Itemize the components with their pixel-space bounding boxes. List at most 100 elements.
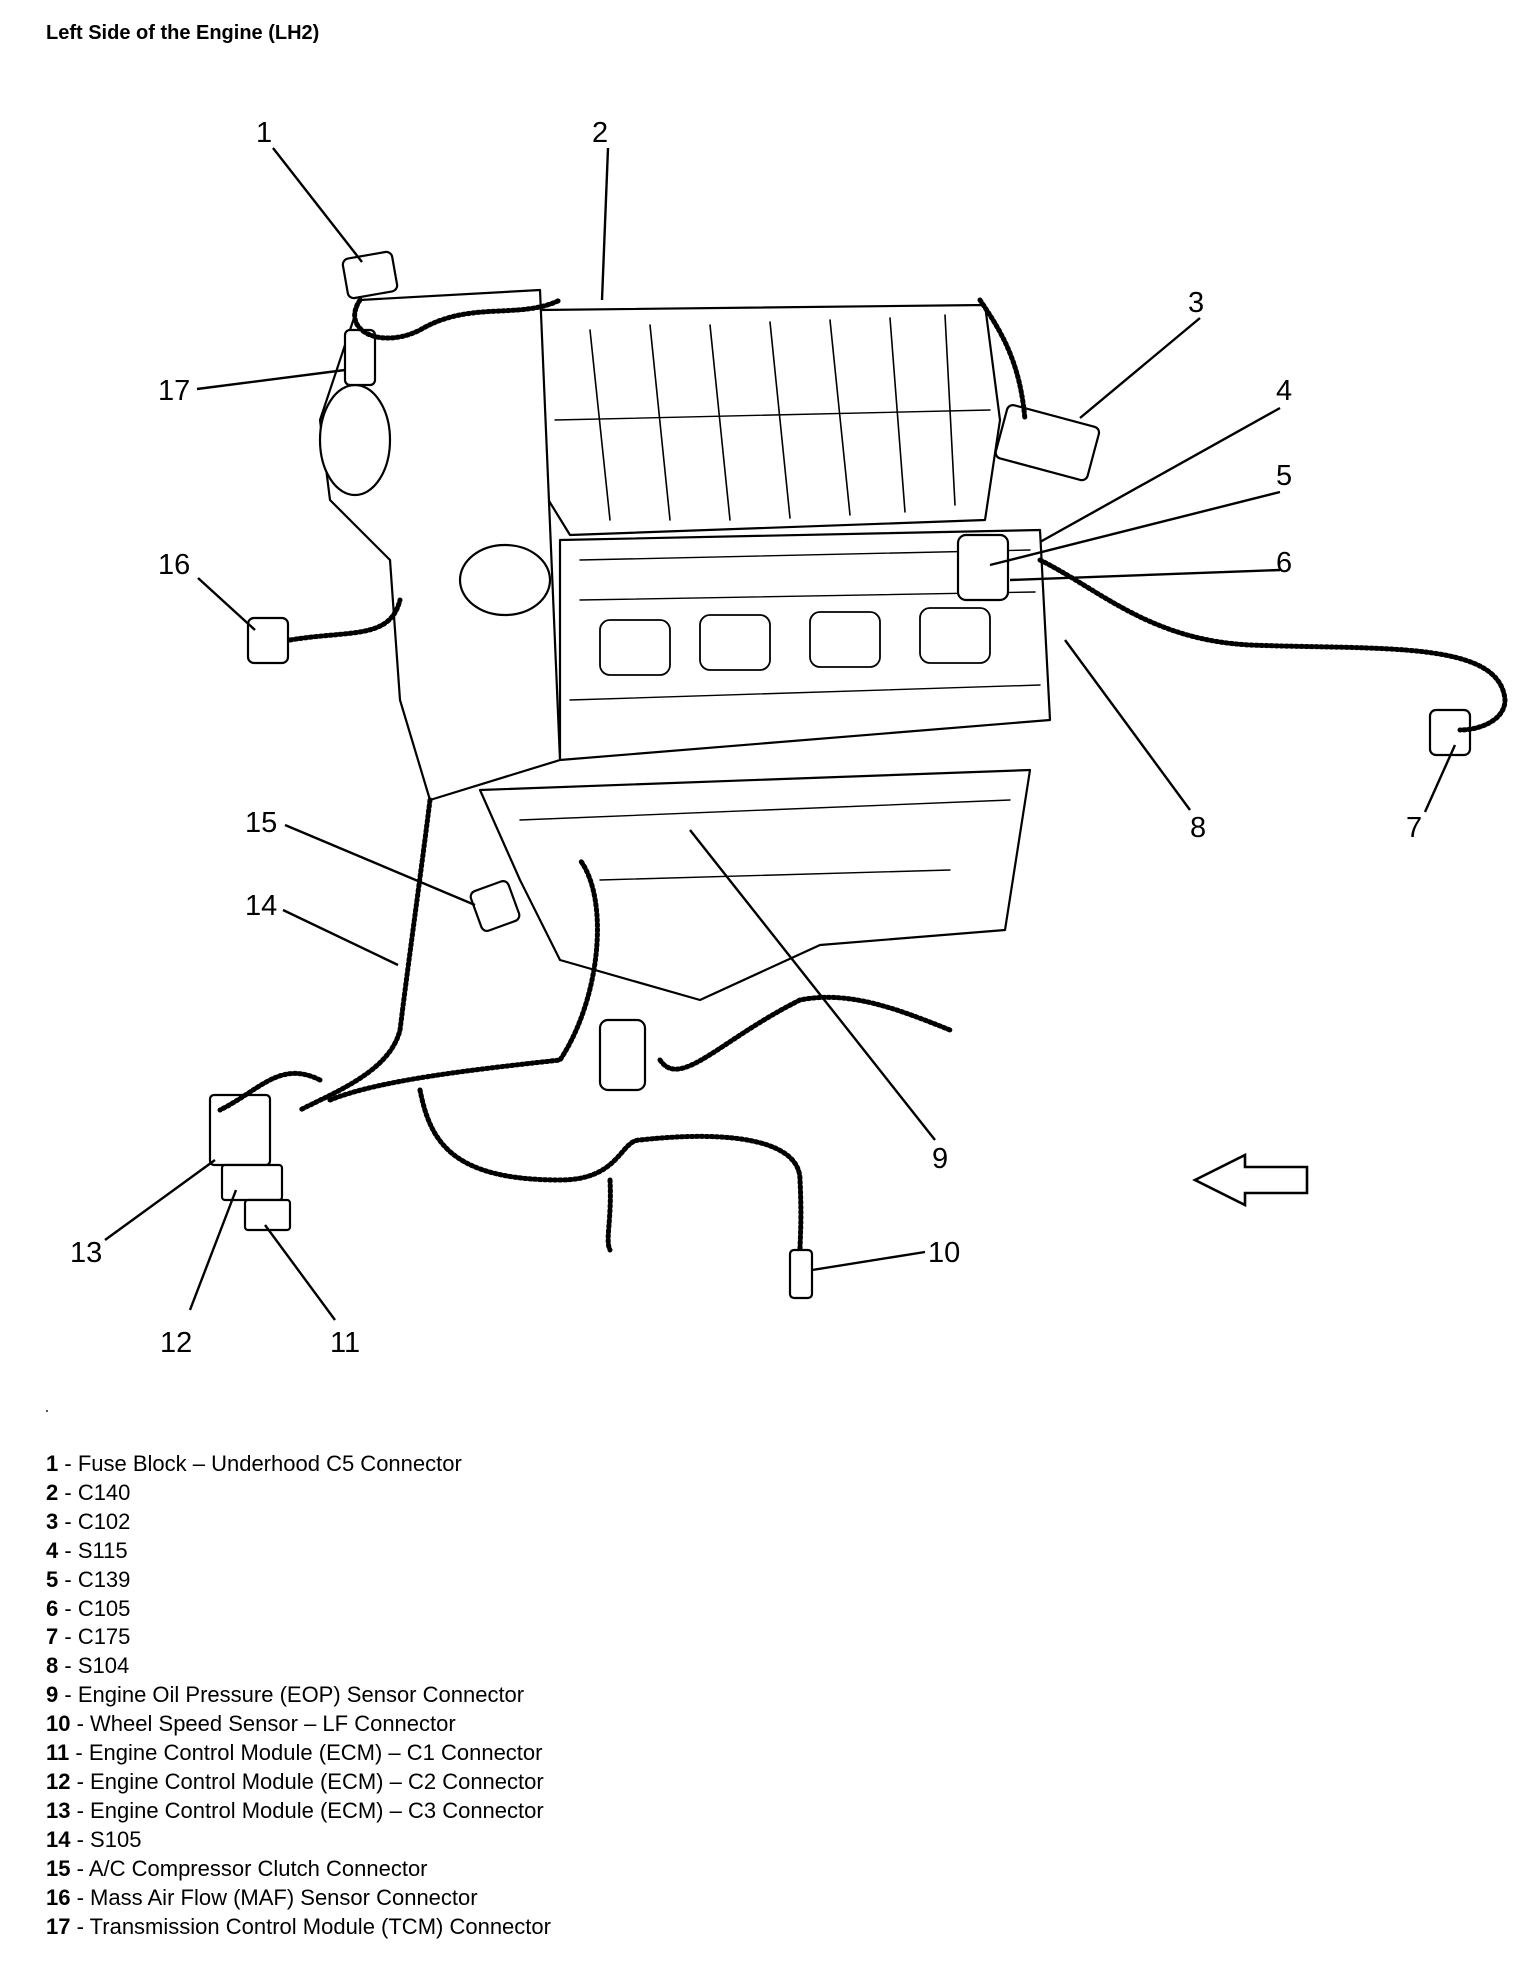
- legend-item: 5 - C139: [46, 1566, 551, 1595]
- direction-arrow-icon: [1192, 1152, 1309, 1208]
- legend-item-text: S115: [77, 1537, 128, 1563]
- ecm-connectors: [208, 1093, 292, 1232]
- legend-item-number: 13: [46, 1797, 71, 1823]
- callout-labels: 1 2 3 4 5 6 7 8 9 10 11 12 13 14 15 16 1…: [70, 117, 1422, 1359]
- legend-item-separator: -: [70, 1884, 91, 1910]
- legend-item-text: C102: [77, 1508, 131, 1534]
- callout-4: 4: [1276, 375, 1292, 407]
- callout-8: 8: [1190, 812, 1206, 844]
- fuse-block-connector: [341, 250, 399, 300]
- legend-item-separator: -: [58, 1653, 78, 1679]
- callout-13: 13: [70, 1237, 102, 1269]
- legend-item: 11 - Engine Control Module (ECM) – C1 Co…: [46, 1739, 551, 1768]
- maf-connector: [246, 616, 290, 665]
- callout-17: 17: [158, 375, 190, 407]
- legend-item-separator: -: [70, 1913, 90, 1939]
- legend-item-number: 6: [46, 1595, 59, 1621]
- legend-item: 3 - C102: [46, 1508, 551, 1537]
- legend-item-separator: -: [70, 1768, 91, 1794]
- legend-item-text: Engine Control Module (ECM) – C3 Connect…: [90, 1797, 544, 1823]
- legend-item-text: S105: [90, 1826, 142, 1852]
- legend-item-number: 10: [46, 1711, 71, 1737]
- leader-lines: [104, 147, 1457, 1321]
- engine-diagram: 1 2 3 4 5 6 7 8 9 10 11 12 13 14 15 16 1…: [70, 117, 1508, 1359]
- legend-item: 13 - Engine Control Module (ECM) – C3 Co…: [46, 1797, 551, 1826]
- legend-item: 14 - S105: [46, 1826, 551, 1855]
- legend-item-number: 14: [46, 1826, 71, 1852]
- legend-item-text: C175: [77, 1624, 131, 1650]
- callout-3: 3: [1188, 287, 1204, 319]
- callout-2: 2: [592, 117, 608, 149]
- legend-item: 7 - C175: [46, 1623, 551, 1652]
- legend-item-number: 15: [46, 1855, 71, 1881]
- callout-1: 1: [256, 117, 272, 149]
- legend-item-text: Mass Air Flow (MAF) Sensor Connector: [90, 1884, 478, 1910]
- callout-9: 9: [932, 1143, 948, 1175]
- tcm-connector: [343, 328, 377, 387]
- legend-item-number: 7: [46, 1624, 59, 1650]
- legend-item: 1 - Fuse Block – Underhood C5 Connector: [46, 1450, 551, 1479]
- legend-item: 6 - C105: [46, 1595, 551, 1624]
- legend-item-separator: -: [58, 1624, 78, 1650]
- c105-connector: [956, 533, 1010, 602]
- legend-item: 12 - Engine Control Module (ECM) – C2 Co…: [46, 1768, 551, 1797]
- legend-item-text: Engine Oil Pressure (EOP) Sensor Connect…: [77, 1682, 525, 1708]
- c175-connector: [1428, 708, 1472, 757]
- legend-item: 2 - C140: [46, 1479, 551, 1508]
- legend-item: 4 - S115: [46, 1537, 551, 1566]
- wiring-harness: [217, 297, 1508, 1253]
- callout-12: 12: [160, 1327, 192, 1359]
- wheel-speed-connector: [788, 1248, 814, 1300]
- callout-7: 7: [1406, 812, 1422, 844]
- legend-item-separator: -: [70, 1797, 91, 1823]
- legend-item-separator: -: [70, 1711, 91, 1737]
- legend-item-text: Fuse Block – Underhood C5 Connector: [77, 1451, 462, 1476]
- c102-connector: [994, 404, 1101, 482]
- legend-item: 10 - Wheel Speed Sensor – LF Connector: [46, 1710, 551, 1739]
- callout-15: 15: [245, 807, 277, 839]
- legend-item-separator: -: [58, 1595, 78, 1621]
- legend-item-number: 11: [46, 1740, 70, 1766]
- callout-5: 5: [1276, 460, 1292, 492]
- legend-item-text: S104: [77, 1653, 130, 1679]
- legend-item-number: 17: [46, 1913, 71, 1939]
- legend-item-number: 8: [46, 1653, 59, 1679]
- intake-manifold: [528, 303, 1002, 537]
- legend-item-text: C140: [77, 1479, 131, 1505]
- engine-drawing: [208, 250, 1508, 1300]
- legend-item-number: 12: [46, 1768, 71, 1794]
- legend-item-text: C105: [77, 1595, 131, 1621]
- legend-item: 8 - S104: [46, 1652, 551, 1681]
- legend-item-number: 5: [46, 1566, 59, 1592]
- legend-item-number: 3: [46, 1508, 59, 1534]
- legend-item-separator: -: [58, 1682, 78, 1708]
- callout-11: 11: [330, 1327, 360, 1359]
- callout-6: 6: [1276, 547, 1292, 579]
- legend-item: 9 - Engine Oil Pressure (EOP) Sensor Con…: [46, 1681, 551, 1710]
- throttle-body: [318, 383, 392, 497]
- legend-item-number: 16: [46, 1884, 71, 1910]
- callout-10: 10: [928, 1237, 960, 1269]
- legend-item-text: Engine Control Module (ECM) – C1 Connect…: [88, 1740, 543, 1766]
- legend-item-number: 2: [46, 1479, 59, 1505]
- valve-cover: [558, 528, 1052, 762]
- legend-item-separator: -: [70, 1855, 89, 1881]
- legend-item: 15 - A/C Compressor Clutch Connector: [46, 1855, 551, 1884]
- legend-item-text: Engine Control Module (ECM) – C2 Connect…: [90, 1768, 544, 1794]
- legend-item-text: A/C Compressor Clutch Connector: [88, 1855, 428, 1881]
- callout-16: 16: [158, 549, 190, 581]
- callout-14: 14: [245, 890, 277, 922]
- legend-item-separator: -: [58, 1479, 78, 1505]
- ac-compressor-connector: [469, 880, 521, 932]
- legend-item-text: Wheel Speed Sensor – LF Connector: [90, 1711, 456, 1737]
- legend-item-number: 9: [46, 1682, 59, 1708]
- legend-item-number: 1: [46, 1451, 59, 1476]
- legend-item-text: Transmission Control Module (TCM) Connec…: [89, 1913, 551, 1939]
- legend-item-separator: -: [58, 1537, 78, 1563]
- engine-block: [478, 768, 1032, 1002]
- legend-item-text: C139: [77, 1566, 131, 1592]
- legend-item-separator: -: [58, 1451, 78, 1476]
- legend-item: 17 - Transmission Control Module (TCM) C…: [46, 1913, 551, 1942]
- legend-item-number: 4: [46, 1537, 59, 1563]
